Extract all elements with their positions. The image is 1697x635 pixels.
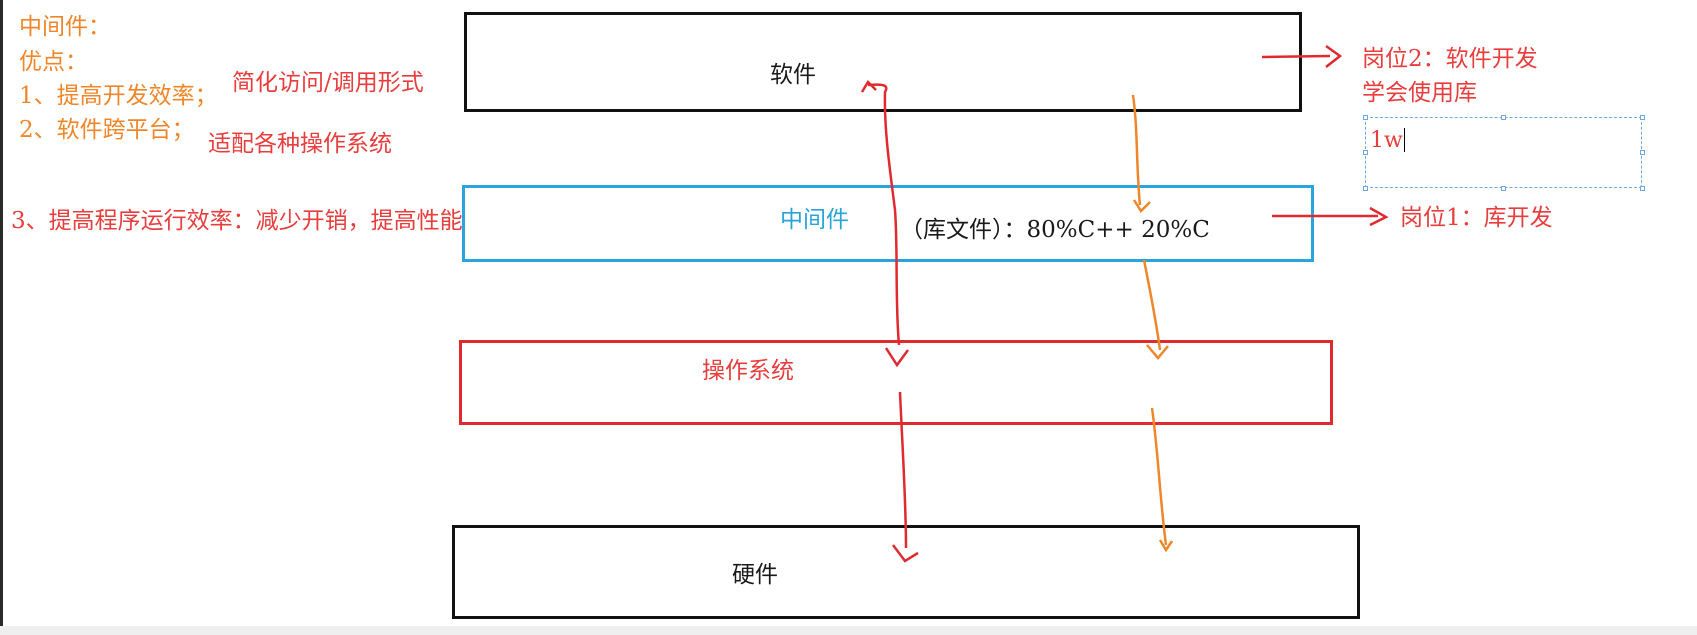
- resize-handle-tr[interactable]: [1640, 115, 1645, 120]
- orange-arrow-head-os: [1146, 344, 1169, 360]
- left-edge-rule: [0, 0, 3, 635]
- orange-arrow-head-middleware: [1132, 199, 1151, 213]
- orange-arrow-os-to-hardware: [1150, 407, 1168, 546]
- red-arrow-head-hardware: [892, 544, 919, 563]
- resize-handle-br[interactable]: [1640, 186, 1645, 191]
- advantage-1-detail: 简化访问/调用形式: [232, 70, 424, 96]
- hardware-label: 硬件: [732, 562, 778, 588]
- orange-arrow-software-to-middleware: [1131, 94, 1142, 206]
- text-box-value: 1w: [1370, 128, 1403, 153]
- text-cursor: [1403, 128, 1405, 152]
- red-arrow-head-top: [860, 79, 877, 93]
- red-arrow-to-job2: [1261, 54, 1331, 59]
- resize-handle-bm[interactable]: [1501, 186, 1506, 191]
- red-arrow-head-job1: [1369, 206, 1389, 227]
- os-label: 操作系统: [702, 358, 794, 384]
- resize-handle-mr[interactable]: [1640, 150, 1645, 155]
- resize-handle-tl[interactable]: [1363, 115, 1368, 120]
- middleware-title: 中间件：: [19, 14, 111, 40]
- advantage-2: 2、软件跨平台；: [19, 117, 195, 143]
- advantage-2-detail: 适配各种操作系统: [208, 131, 392, 157]
- red-arrow-head-job2: [1325, 44, 1343, 68]
- orange-arrow-head-hardware: [1158, 539, 1174, 553]
- resize-handle-bl[interactable]: [1363, 186, 1368, 191]
- library-note: （库文件）：80%C++ 20%C: [900, 217, 1210, 243]
- advantage-1: 1、提高开发效率；: [19, 83, 218, 109]
- middleware-label: 中间件: [780, 207, 849, 233]
- os-layer-box: [459, 340, 1333, 425]
- resize-handle-ml[interactable]: [1363, 150, 1368, 155]
- advantages-label: 优点：: [19, 49, 88, 75]
- red-arrow-software-to-os: [867, 83, 901, 346]
- red-arrow-head-os: [884, 347, 910, 368]
- advantage-3: 3、提高程序运行效率：减少开销，提高性能: [11, 208, 463, 234]
- software-label: 软件: [770, 62, 816, 88]
- software-layer-box: [464, 12, 1302, 112]
- job2-detail: 学会使用库: [1362, 80, 1477, 106]
- bottom-scroll-strip: [0, 626, 1697, 635]
- job2-title: 岗位2：软件开发: [1362, 46, 1538, 72]
- job1-label: 岗位1：库开发: [1400, 205, 1553, 231]
- red-arrow-os-to-hardware: [898, 391, 908, 549]
- orange-arrow-middleware-to-os: [1142, 259, 1162, 351]
- middleware-layer-box: [462, 185, 1314, 262]
- resize-handle-tm[interactable]: [1501, 115, 1506, 120]
